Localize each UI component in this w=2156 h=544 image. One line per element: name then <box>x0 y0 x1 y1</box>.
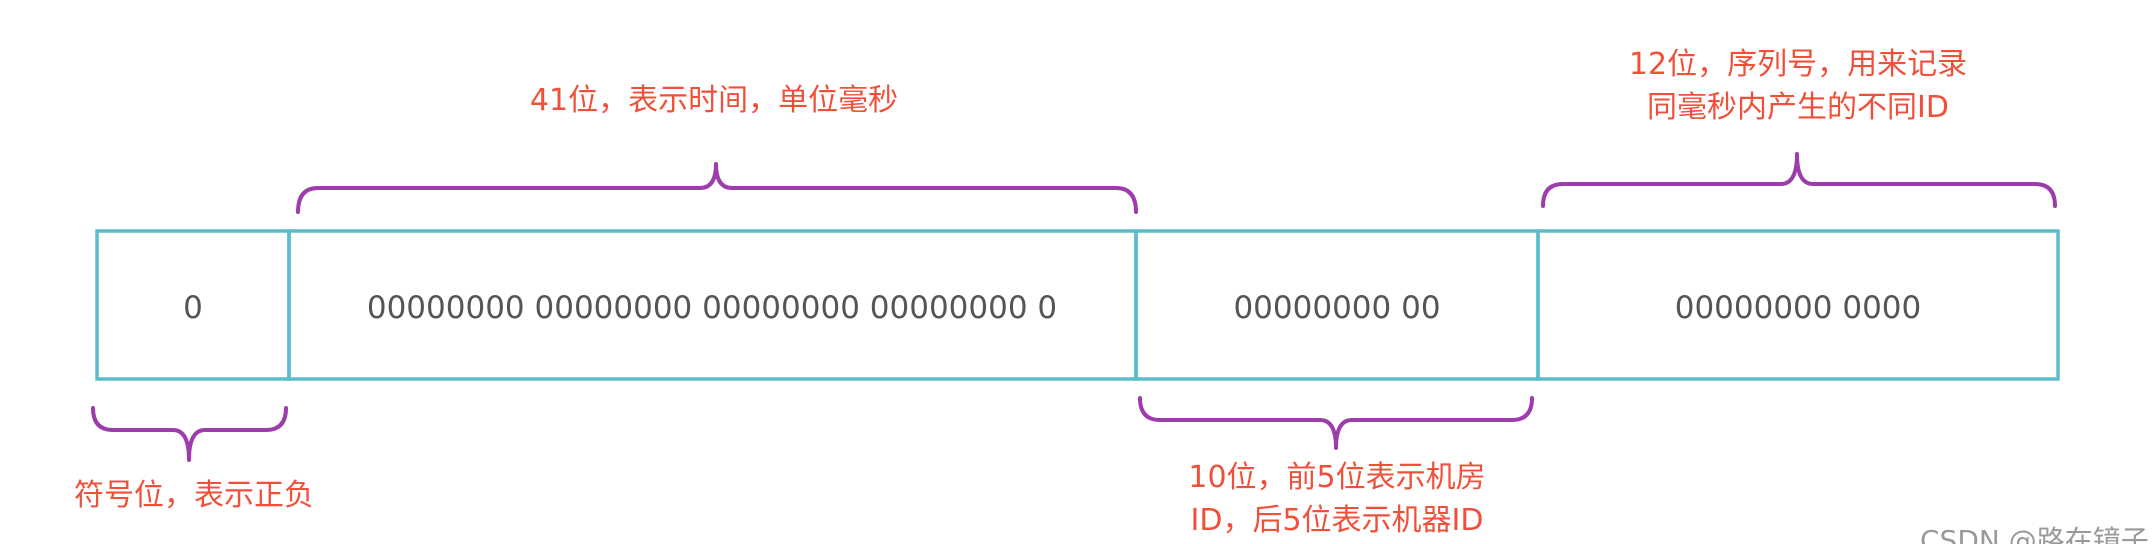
timestamp-annotation: 41位，表示时间，单位毫秒 <box>530 83 898 118</box>
machine-id-value: 00000000 00 <box>1233 290 1440 326</box>
sequence-cell <box>1536 229 2060 381</box>
sign-annotation: 符号位，表示正负 <box>74 478 314 513</box>
sequence-value: 00000000 0000 <box>1675 290 1922 326</box>
bit-field-row <box>95 229 2060 381</box>
sign-bit-value: 0 <box>183 290 203 326</box>
timestamp-brace <box>296 162 1138 214</box>
sequence-annotation-line2: 同毫秒内产生的不同ID <box>1647 90 1949 125</box>
csdn-watermark: CSDN @路在镜子 <box>1920 524 2149 544</box>
sequence-annotation-line1: 12位，序列号，用来记录 <box>1629 47 1967 82</box>
sign-brace <box>91 406 288 462</box>
machine-id-annotation-line2: ID，后5位表示机器ID <box>1191 503 1484 538</box>
machine-id-annotation-line1: 10位，前5位表示机房 <box>1188 460 1485 495</box>
sequence-brace <box>1541 152 2057 208</box>
timestamp-value: 00000000 00000000 00000000 00000000 0 <box>367 290 1057 326</box>
machine-id-brace <box>1138 396 1534 450</box>
